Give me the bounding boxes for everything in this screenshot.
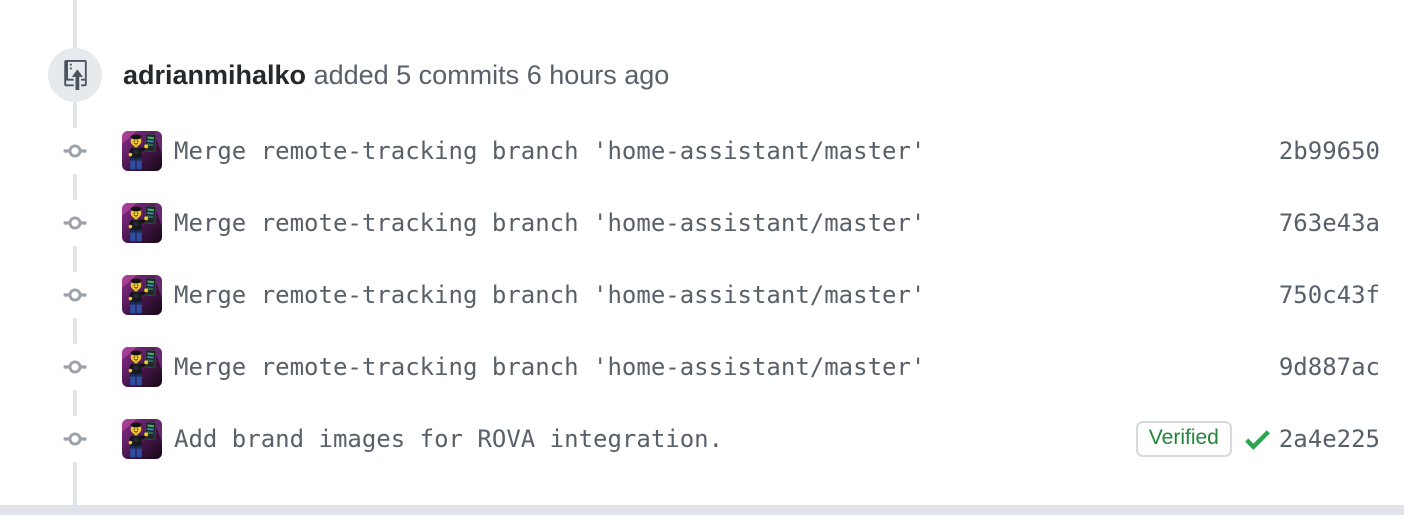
commit-row: Merge remote-tracking branch 'home-assis… [0,331,1404,403]
git-commit-icon [55,344,95,390]
commit-row: Merge remote-tracking branch 'home-assis… [0,259,1404,331]
check-icon [1245,423,1270,456]
section-divider [0,505,1404,515]
git-commit-icon [55,272,95,318]
commit-sha-link[interactable]: 2a4e225 [1278,425,1380,453]
commit-sha-link[interactable]: 750c43f [1278,281,1380,309]
repo-push-icon [64,60,87,90]
git-commit-icon [55,416,95,462]
avatar[interactable] [122,203,162,243]
commit-sha-link[interactable]: 763e43a [1278,209,1380,237]
lego-minifigure-avatar [122,131,162,171]
commit-message-link[interactable]: Merge remote-tracking branch 'home-assis… [174,137,926,165]
avatar[interactable] [122,131,162,171]
git-commit-icon [55,128,95,174]
lego-minifigure-avatar [122,347,162,387]
commit-message-link[interactable]: Merge remote-tracking branch 'home-assis… [174,281,926,309]
lego-minifigure-avatar [122,419,162,459]
commit-message-link[interactable]: Merge remote-tracking branch 'home-assis… [174,353,926,381]
commit-message-link[interactable]: Merge remote-tracking branch 'home-assis… [174,209,926,237]
avatar[interactable] [122,347,162,387]
lego-minifigure-avatar [122,203,162,243]
commit-sha-link[interactable]: 9d887ac [1278,353,1380,381]
header-action-text: added 5 commits [313,59,520,90]
timeline-vertical-line [73,0,77,505]
git-commit-icon [55,200,95,246]
commit-row: Merge remote-tracking branch 'home-assis… [0,187,1404,259]
commit-sha-link[interactable]: 2b99650 [1278,137,1380,165]
timeline-badge [48,48,102,102]
avatar[interactable] [122,275,162,315]
commits-group-header: adrianmihalko added 5 commits 6 hours ag… [48,48,669,102]
commit-message-link[interactable]: Add brand images for ROVA integration. [174,425,724,453]
commits-group-header-text: adrianmihalko added 5 commits 6 hours ag… [123,60,669,91]
actor-username: adrianmihalko [123,59,307,90]
lego-minifigure-avatar [122,275,162,315]
commit-row: Merge remote-tracking branch 'home-assis… [0,115,1404,187]
verified-badge[interactable]: Verified [1135,421,1232,457]
commit-row: Add brand images for ROVA integration. V… [0,403,1404,475]
commit-status-check[interactable] [1245,423,1270,456]
header-timestamp: 6 hours ago [526,59,670,90]
avatar[interactable] [122,419,162,459]
